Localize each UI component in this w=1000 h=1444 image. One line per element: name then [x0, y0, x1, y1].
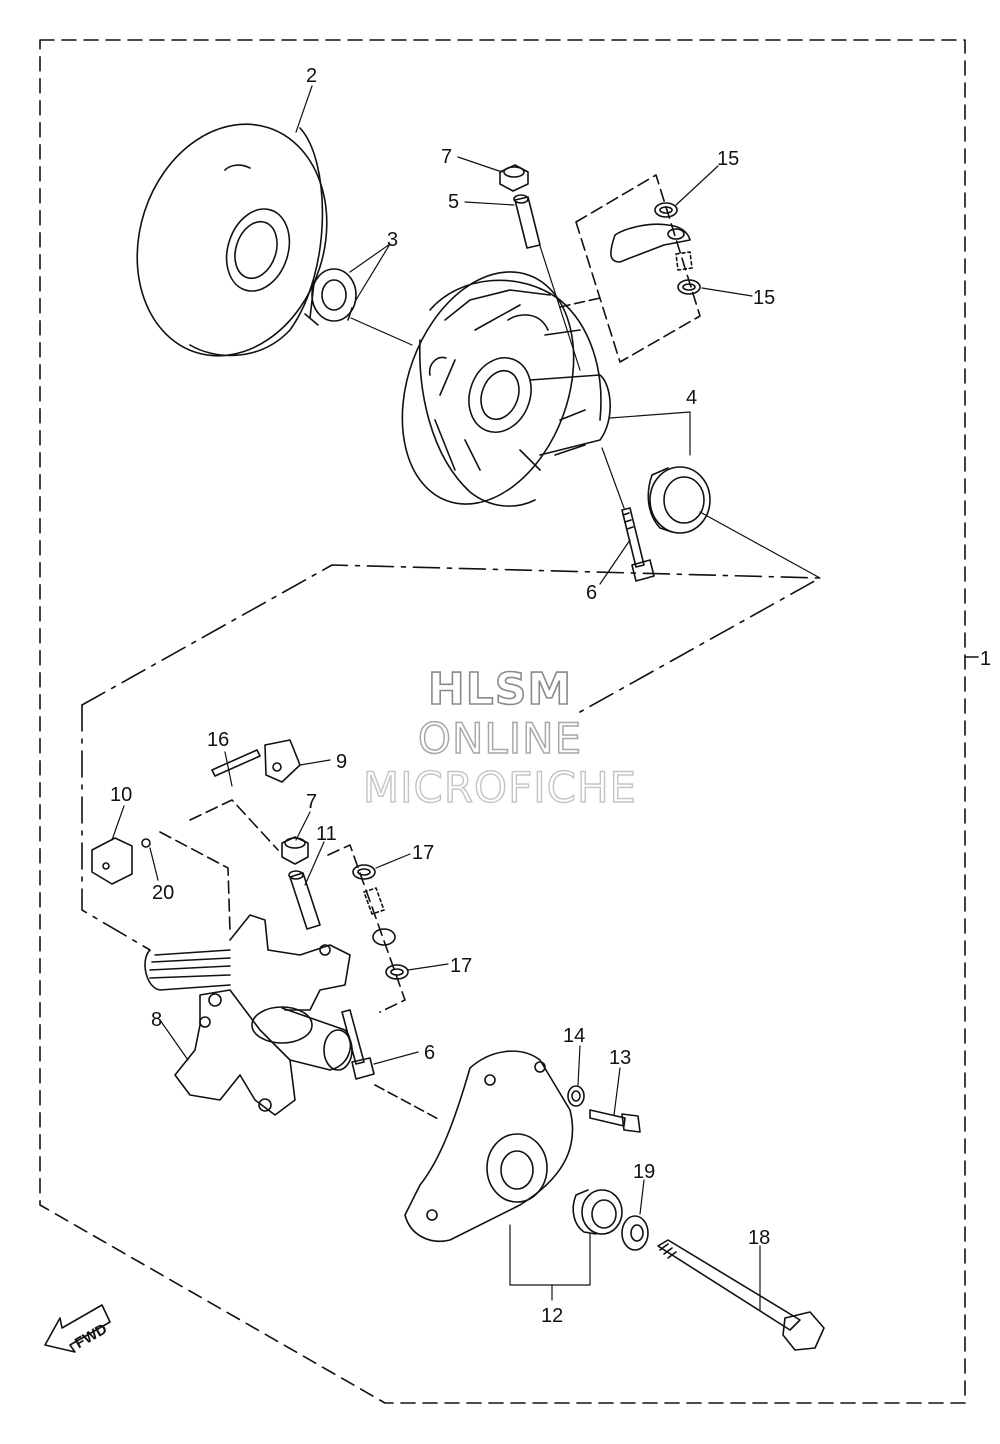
- part-nut-lower: [281, 836, 309, 865]
- callout-19: 19: [633, 1161, 655, 1183]
- part-bolt-lower: [341, 1009, 375, 1080]
- part-sheave: [136, 123, 328, 357]
- callout-6-lower: 6: [424, 1042, 435, 1064]
- part-oring: [141, 838, 151, 848]
- part-bushing: [647, 466, 711, 534]
- callout-4: 4: [686, 387, 697, 409]
- assembly-boundary: [39, 39, 966, 1404]
- part-bolt-upper: [621, 507, 655, 582]
- callout-20: 20: [152, 882, 174, 904]
- callout-2: 2: [306, 65, 317, 87]
- callout-7-lower: 7: [306, 791, 317, 813]
- callout-12: 12: [541, 1305, 563, 1327]
- part-arm-group: [610, 202, 701, 295]
- part-washer-14: [567, 1085, 585, 1107]
- part-cap: [404, 1050, 574, 1242]
- callout-9: 9: [336, 751, 347, 773]
- callout-15-lower: 15: [753, 287, 775, 309]
- callout-5: 5: [448, 191, 459, 213]
- callout-labels: 1 2 3 4 5 6 6 7 7 8 9 10 11 12 13 14 15 …: [110, 65, 991, 1327]
- bracket-upper-lower: [81, 564, 821, 713]
- part-collar: [304, 268, 357, 326]
- callout-14: 14: [563, 1025, 585, 1047]
- part-pin-upper: [513, 194, 541, 249]
- callout-13: 13: [609, 1047, 631, 1069]
- callout-17-lower: 17: [450, 955, 472, 977]
- part-washer-19: [621, 1215, 649, 1251]
- fwd-arrow-icon: [44, 1304, 111, 1353]
- part-bolt-13: [589, 1109, 641, 1133]
- callout-15-upper: 15: [717, 148, 739, 170]
- part-pin-16: [211, 749, 261, 777]
- part-housing: [401, 271, 611, 507]
- callout-11: 11: [316, 823, 337, 845]
- part-pin-lower: [288, 870, 321, 930]
- callout-7-upper: 7: [441, 146, 452, 168]
- part-weight: [264, 739, 301, 783]
- part-nut-upper: [499, 164, 529, 192]
- part-spider: [144, 914, 353, 1116]
- callout-17-upper: 17: [412, 842, 434, 864]
- leader-lines: [111, 85, 821, 1311]
- callout-3: 3: [387, 229, 398, 251]
- callout-1: 1: [980, 648, 991, 670]
- part-roller-group: [352, 864, 409, 980]
- bracket-arm-group: [575, 174, 701, 363]
- part-cap-bushing: [572, 1189, 623, 1235]
- part-center-bolt: [657, 1239, 825, 1351]
- callout-6-upper: 6: [586, 582, 597, 604]
- part-slider: [91, 837, 133, 885]
- callout-18: 18: [748, 1227, 770, 1249]
- callout-8: 8: [151, 1009, 162, 1031]
- callout-10: 10: [110, 784, 132, 806]
- callout-16: 16: [207, 729, 229, 751]
